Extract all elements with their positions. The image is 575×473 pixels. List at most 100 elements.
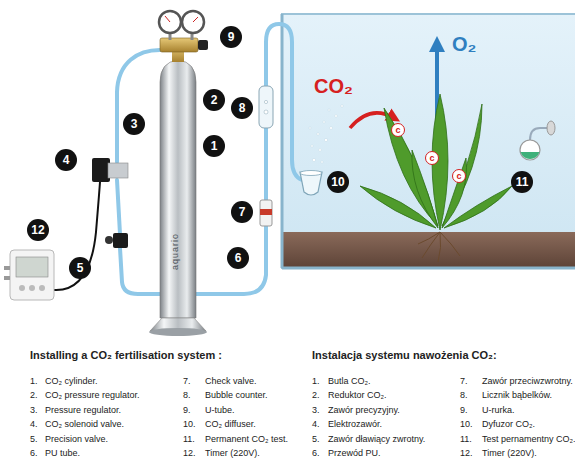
- legend-item: 1.: [312, 376, 320, 387]
- glass-bottom: [282, 267, 575, 270]
- check-valve-band: [260, 209, 272, 215]
- gas-label: O₂: [452, 32, 476, 56]
- suction-cup: [547, 121, 555, 135]
- co2-test: [520, 121, 555, 160]
- node-text: 10: [331, 176, 344, 188]
- co2-marker: c: [425, 151, 439, 165]
- legend-item: 10.: [460, 419, 473, 430]
- precision-valve: [105, 233, 128, 248]
- legend-item: 8.: [183, 390, 191, 401]
- plant-leaves: [360, 94, 512, 230]
- legend-item: Timer (220V).: [205, 448, 260, 459]
- test-liquid: [521, 152, 540, 159]
- callout-number: 5: [69, 257, 91, 279]
- pressure-gauge: [182, 11, 204, 33]
- callout-number: 11: [511, 171, 533, 193]
- legend-item: Pressure regulator.: [45, 405, 121, 416]
- legend-item: 7.: [183, 376, 191, 387]
- legend-item: 2.: [30, 390, 38, 401]
- legend-item: 7.: [460, 376, 468, 387]
- legend-item: Zawór precyzyjny.: [328, 405, 400, 416]
- legend-item: 4.: [312, 419, 320, 430]
- node-text: 8: [239, 102, 246, 114]
- check-valve-body: [260, 200, 272, 226]
- test-bulb: [520, 140, 540, 160]
- timer-display: [16, 257, 48, 277]
- tube-segment: [117, 50, 160, 162]
- brand-text: aquario: [170, 233, 181, 270]
- legend-item: Permanent CO₂ test.: [205, 434, 288, 445]
- node-text: c: [429, 154, 434, 163]
- callout-number: 8: [231, 97, 253, 119]
- callout-number: 2: [203, 89, 225, 111]
- solenoid-coil: [92, 158, 110, 182]
- node-text: 3: [131, 118, 138, 130]
- test-tube: [530, 128, 548, 140]
- node-text: 7: [239, 206, 246, 218]
- callout-number: 7: [231, 201, 253, 223]
- legend-item: 5.: [30, 434, 38, 445]
- legend-item: Dyfuzor CO₂.: [482, 419, 535, 430]
- node-text: 9: [228, 31, 235, 43]
- aquatic-plant: [360, 94, 512, 262]
- legend-heading: Installing a CO₂ fertilisation system :: [30, 349, 222, 362]
- legend-item: Butla CO₂.: [328, 376, 371, 387]
- legend-item: Timer (220V).: [482, 448, 537, 459]
- node-text: c: [456, 172, 461, 181]
- legend-item: PU tube.: [45, 448, 80, 459]
- legend-item: 10.: [183, 419, 196, 430]
- cylinder-foot: [149, 328, 207, 336]
- callout-number: 3: [123, 113, 145, 135]
- node-text: 5: [77, 262, 84, 274]
- bubble: [264, 100, 267, 103]
- plug-prong: [4, 266, 10, 270]
- pu-tube: [117, 24, 302, 294]
- legend-item: Zawór przeciwzwrotny.: [482, 376, 573, 387]
- legend-item: 9.: [460, 405, 468, 416]
- check-valve: [260, 200, 272, 226]
- legend-item: U-tube.: [205, 405, 235, 416]
- timer-button: [39, 285, 45, 291]
- bubble: [264, 110, 268, 114]
- legend-item: Elektrozawór.: [328, 419, 382, 430]
- tube-segment: [120, 24, 302, 294]
- callout-number: 4: [55, 149, 77, 171]
- callout-number: 10: [327, 171, 349, 193]
- power-cable: [54, 182, 100, 290]
- legend-item: 6.: [30, 448, 38, 459]
- aquarium-water: [282, 14, 575, 268]
- timer: [4, 182, 100, 300]
- valve-body: [113, 233, 128, 248]
- callout-number: 6: [227, 247, 249, 269]
- aquarium: [282, 14, 575, 268]
- legend-item: 3.: [30, 405, 38, 416]
- legend-heading: Instalacja systemu nawożenia CO₂:: [312, 349, 497, 362]
- legend-item: 4.: [30, 419, 38, 430]
- legend-item: 12.: [183, 448, 196, 459]
- co2-marker: c: [452, 169, 466, 183]
- callout-number: 1: [203, 135, 225, 157]
- timer-body: [10, 250, 54, 300]
- callout-number: 12: [27, 219, 49, 241]
- co2-bubbles: [309, 105, 343, 164]
- legend-item: 1.: [30, 376, 38, 387]
- legend-item: 12.: [460, 448, 473, 459]
- legend-item: Zawór dławiący zwrotny.: [328, 434, 425, 445]
- legend-item: Check valve.: [205, 376, 257, 387]
- legend-item: 3.: [312, 405, 320, 416]
- gauge-stem: [169, 34, 172, 40]
- legend-item: CO₂ cylinder.: [45, 376, 98, 387]
- legend-item: Przewód PU.: [328, 448, 381, 459]
- legend-item: 11.: [460, 434, 472, 445]
- timer-button: [29, 285, 35, 291]
- legend-item: Bubble counter.: [205, 390, 268, 401]
- solenoid-valve: [92, 158, 128, 182]
- legend-item: CO₂ solenoid valve.: [45, 419, 124, 430]
- plant-roots: [418, 232, 460, 262]
- legend-item: Licznik bąbelków.: [482, 390, 552, 401]
- legend-item: 11.: [183, 434, 195, 445]
- node-text: 6: [235, 252, 242, 264]
- glass-wall: [281, 14, 284, 268]
